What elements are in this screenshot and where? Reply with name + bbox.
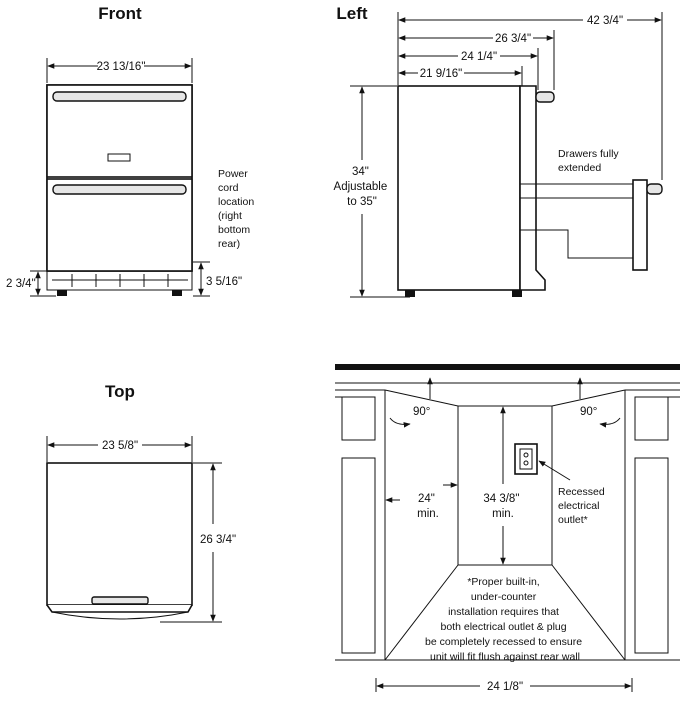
top-depth-label: 26 3/4" <box>200 534 236 546</box>
left-extended-drawer-front <box>632 179 648 271</box>
left-view: Left 42 3/4" 26 3/4" 24 1/4" 21 9/16" 34… <box>334 4 663 298</box>
left-upper-handle <box>535 91 555 103</box>
opening-top-edge <box>384 389 626 407</box>
left-title: Left <box>336 4 368 23</box>
countertop <box>335 364 680 370</box>
top-width-label: 23 5/8" <box>102 440 138 452</box>
front-foot-right <box>172 290 182 296</box>
left-cabinets <box>335 389 386 661</box>
left-dim-21-label: 21 9/16" <box>420 68 462 80</box>
left-dim-24-label: 24 1/4" <box>461 51 497 63</box>
front-width-label: 23 13/16" <box>97 61 146 73</box>
top-door-front <box>46 604 193 613</box>
top-view: Top 23 5/8" 26 3/4" <box>46 382 236 623</box>
outlet-plate <box>519 448 533 470</box>
left-foot-front <box>405 290 415 297</box>
front-view: Front 23 13/16" 2 3/4" <box>6 4 257 297</box>
top-handle <box>91 596 149 605</box>
left-angle-label: 90° <box>413 406 430 418</box>
outlet-socket-lower <box>523 460 529 466</box>
drawers-extended-note: Drawers fully extended <box>558 148 622 174</box>
left-foot-rear <box>512 290 522 297</box>
front-lower-handle <box>52 184 187 195</box>
cutout-view: 90° 90° 24" min. 34 3/8" min. Recessed e… <box>335 364 680 693</box>
right-angle-label: 90° <box>580 406 597 418</box>
left-drawer-tray <box>519 198 635 259</box>
right-cabinets <box>624 389 680 661</box>
right-angle-sweep <box>599 417 621 428</box>
outlet-note: Recessed electrical outlet* <box>558 486 608 526</box>
top-door-swing <box>51 611 189 620</box>
front-left-height-label: 2 3/4" <box>6 278 36 290</box>
min-width-label: 24" min. <box>417 493 439 520</box>
front-control-panel <box>107 153 131 162</box>
opening-floor <box>384 564 626 661</box>
front-grille <box>52 274 188 287</box>
left-door-profile <box>519 85 546 291</box>
left-height-label: 34" Adjustable to 35" <box>334 166 391 208</box>
front-right-height-label: 3 5/16" <box>206 276 242 288</box>
outlet-pointer <box>538 460 571 481</box>
left-dim-42-label: 42 3/4" <box>587 15 623 27</box>
left-angle-sweep <box>389 417 411 428</box>
left-extended-drawer-handle <box>646 183 663 195</box>
left-drawer-rail <box>519 183 636 199</box>
outlet-socket-upper <box>523 452 529 458</box>
top-title: Top <box>105 382 135 401</box>
top-cabinet <box>46 462 193 606</box>
power-cord-note: Power cord location (right bottom rear) <box>218 168 257 250</box>
left-cabinet-side <box>397 85 521 291</box>
front-upper-handle <box>52 91 187 102</box>
bottom-width-label: 24 1/8" <box>487 681 523 693</box>
front-title: Front <box>98 4 142 23</box>
min-height-label: 34 3/8" min. <box>483 493 522 520</box>
front-toe-kick <box>46 270 193 291</box>
left-dim-26-label: 26 3/4" <box>495 33 531 45</box>
front-foot-left <box>57 290 67 296</box>
installation-footnote: *Proper built-in, under-counter installa… <box>425 576 585 663</box>
